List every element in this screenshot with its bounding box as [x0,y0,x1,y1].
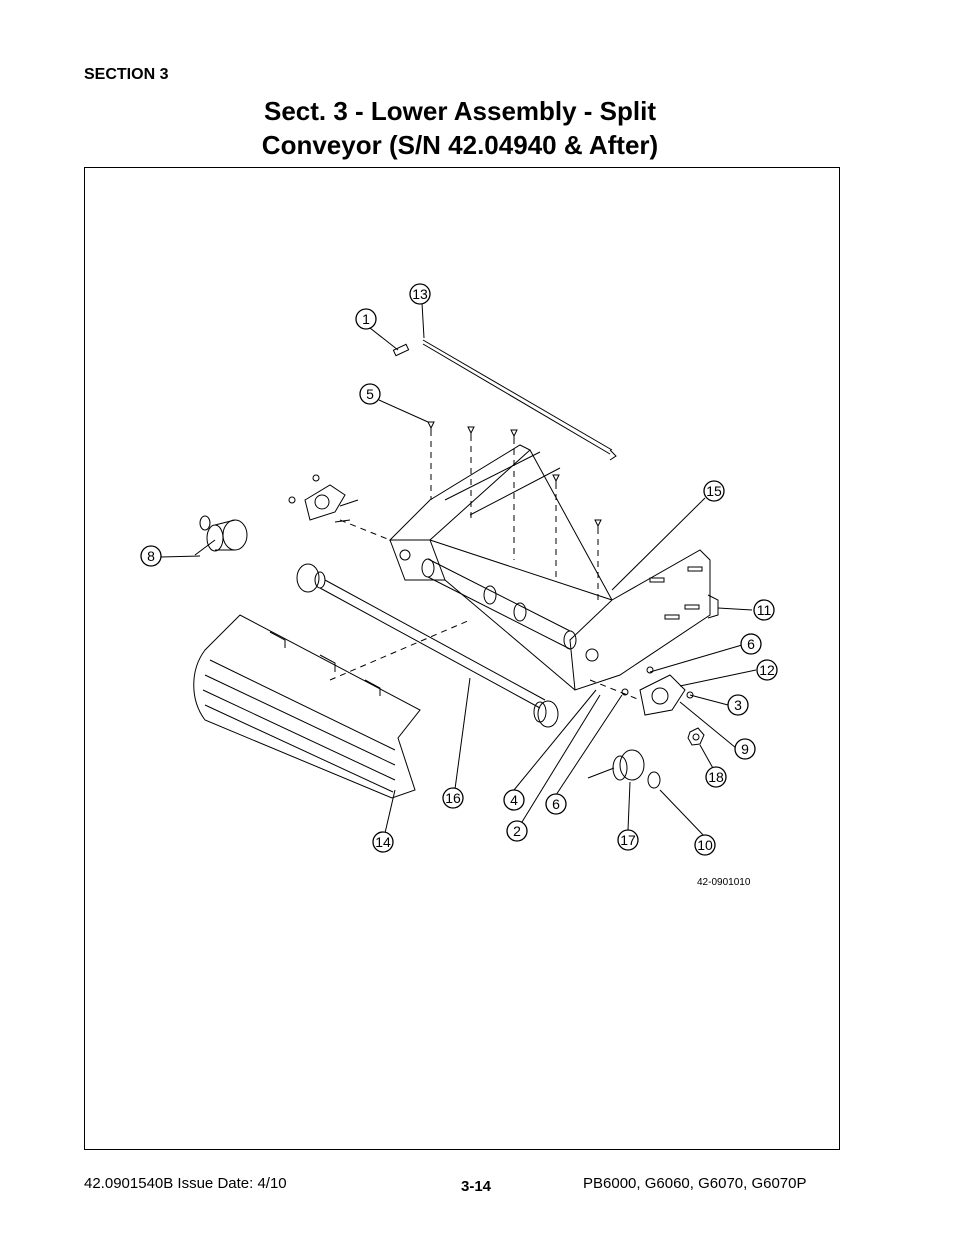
pulley-part-left [194,515,248,556]
model-list: PB6000, G6060, G6070, G6070P [583,1175,807,1192]
diagram-frame [84,167,840,1150]
callout-6a: 6 [747,636,755,652]
callout-14: 14 [375,834,391,850]
callout-16: 16 [445,790,461,806]
rod-part [422,339,617,461]
pin-part [392,343,410,357]
callout-9: 9 [741,741,749,757]
shaft-part [296,563,559,728]
callout-18: 18 [708,769,724,785]
page-title-line-2: Conveyor (S/N 42.04940 & After) [261,130,659,160]
right-bearing-part [621,666,694,716]
callout-17: 17 [620,832,636,848]
bolts [427,421,602,532]
tab-part [707,594,719,619]
callout-15: 15 [706,483,722,499]
leader-lines [160,302,757,839]
drawing-number: 42-0901010 [697,877,751,888]
page-title-line-1: Sect. 3 - Lower Assembly - Split [263,96,657,126]
callout-4: 4 [510,792,518,808]
cross-tubes [421,558,577,650]
callout-3: 3 [734,697,742,713]
callout-10: 10 [697,837,713,853]
callout-2: 2 [513,823,521,839]
doc-info: 42.0901540B Issue Date: 4/10 [84,1175,287,1192]
left-bearing-part [288,474,359,523]
dashed-axis-lines [329,430,641,701]
callout-11: 11 [757,602,772,618]
nut-part [687,727,705,746]
section-label: SECTION 3 [84,66,169,83]
callout-6b: 6 [552,796,560,812]
belt-guard-part [193,614,421,799]
callout-8: 8 [147,548,155,564]
page-number: 3-14 [461,1178,492,1195]
callout-5: 5 [366,386,374,402]
main-frame-part [388,444,711,691]
pulley-part-right [587,749,661,789]
callout-12: 12 [759,662,775,678]
callout-1: 1 [362,311,370,327]
callout-13: 13 [412,286,428,302]
